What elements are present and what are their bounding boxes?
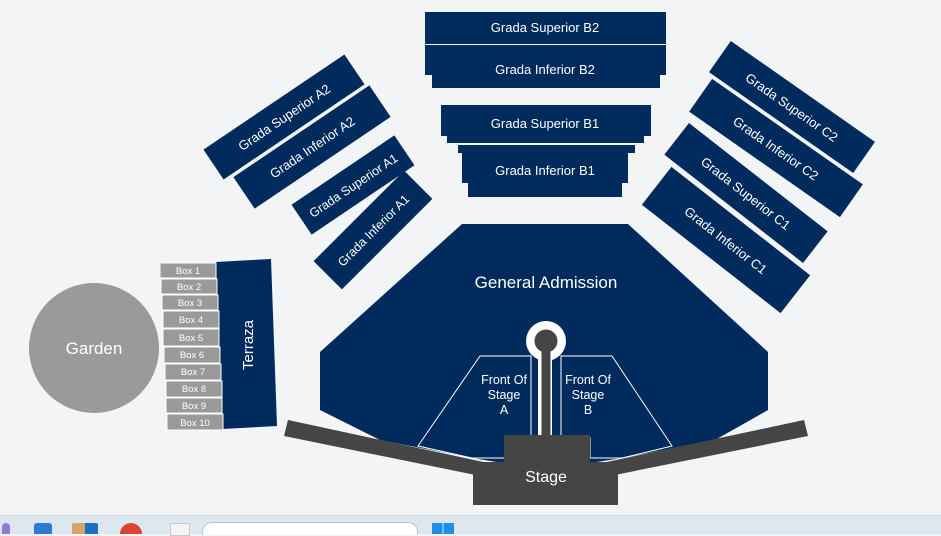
box-label: Box 4 (179, 315, 203, 326)
widgets-icon[interactable] (2, 523, 10, 534)
box-label: Box 2 (177, 282, 201, 293)
file-icon[interactable] (170, 523, 190, 536)
section-label: Stage (572, 388, 605, 402)
box-8[interactable]: Box 8 (165, 380, 223, 398)
box-5[interactable]: Box 5 (162, 328, 220, 347)
box-label: Box 8 (182, 384, 206, 395)
section-label: B (584, 403, 592, 417)
section-grada-superior-b2[interactable]: Grada Superior B2 (425, 12, 666, 44)
box-label: Box 6 (180, 350, 204, 361)
section-label: Grada Inferior B1 (495, 163, 595, 178)
section-label: Front Of (565, 373, 611, 387)
section-grada-inferior-b1[interactable]: Grada Inferior B1 (458, 145, 635, 197)
box-3[interactable]: Box 3 (161, 294, 219, 311)
box-6[interactable]: Box 6 (163, 346, 221, 364)
taskbar (0, 515, 941, 536)
box-2[interactable]: Box 2 (160, 278, 218, 295)
box-label: Box 1 (176, 266, 200, 277)
box-label: Box 10 (180, 418, 210, 429)
section-grada-inferior-b2[interactable]: Grada Inferior B2 (425, 45, 666, 88)
section-label: Grada Superior B1 (491, 116, 599, 131)
box-label: Box 7 (181, 367, 205, 378)
stage-wings (284, 420, 808, 480)
section-label: A (500, 403, 509, 417)
section-front-of-stage-a[interactable]: Front Of Stage A (417, 355, 532, 459)
section-label: Terraza (240, 319, 257, 370)
section-label: Garden (66, 339, 123, 358)
box-9[interactable]: Box 9 (165, 397, 223, 414)
box-4[interactable]: Box 4 (162, 310, 220, 329)
box-7[interactable]: Box 7 (164, 363, 222, 381)
chrome-icon[interactable] (120, 523, 142, 534)
box-10[interactable]: Box 10 (166, 413, 224, 431)
section-label: Grada Inferior B2 (495, 62, 595, 77)
box-label: Box 3 (178, 298, 202, 309)
section-label: General Admission (475, 273, 618, 292)
azure-icon[interactable] (34, 523, 52, 534)
outlook-icon[interactable] (72, 523, 98, 534)
section-label: Stage (488, 388, 521, 402)
section-front-of-stage-b[interactable]: Front Of Stage B (560, 355, 673, 459)
search-box[interactable] (202, 522, 418, 535)
box-label: Box 5 (179, 333, 203, 344)
boxes-group: Box 1 Box 2 Box 3 Box 4 Box 5 Box 6 Box … (159, 262, 224, 431)
stage-label: Stage (525, 469, 567, 486)
section-label: Front Of (481, 373, 527, 387)
box-label: Box 9 (182, 401, 206, 412)
stage-catwalk (526, 321, 566, 440)
section-terraza[interactable]: Terraza (216, 259, 277, 429)
section-grada-superior-b1[interactable]: Grada Superior B1 (441, 105, 651, 143)
windows-icon[interactable] (432, 523, 454, 534)
venue-map: Grada Superior B2 Grada Inferior B2 Grad… (29, 12, 875, 505)
stage: Stage (473, 435, 618, 505)
section-garden[interactable]: Garden (29, 283, 159, 413)
section-label: Grada Superior B2 (491, 20, 599, 35)
box-1[interactable]: Box 1 (159, 262, 217, 279)
